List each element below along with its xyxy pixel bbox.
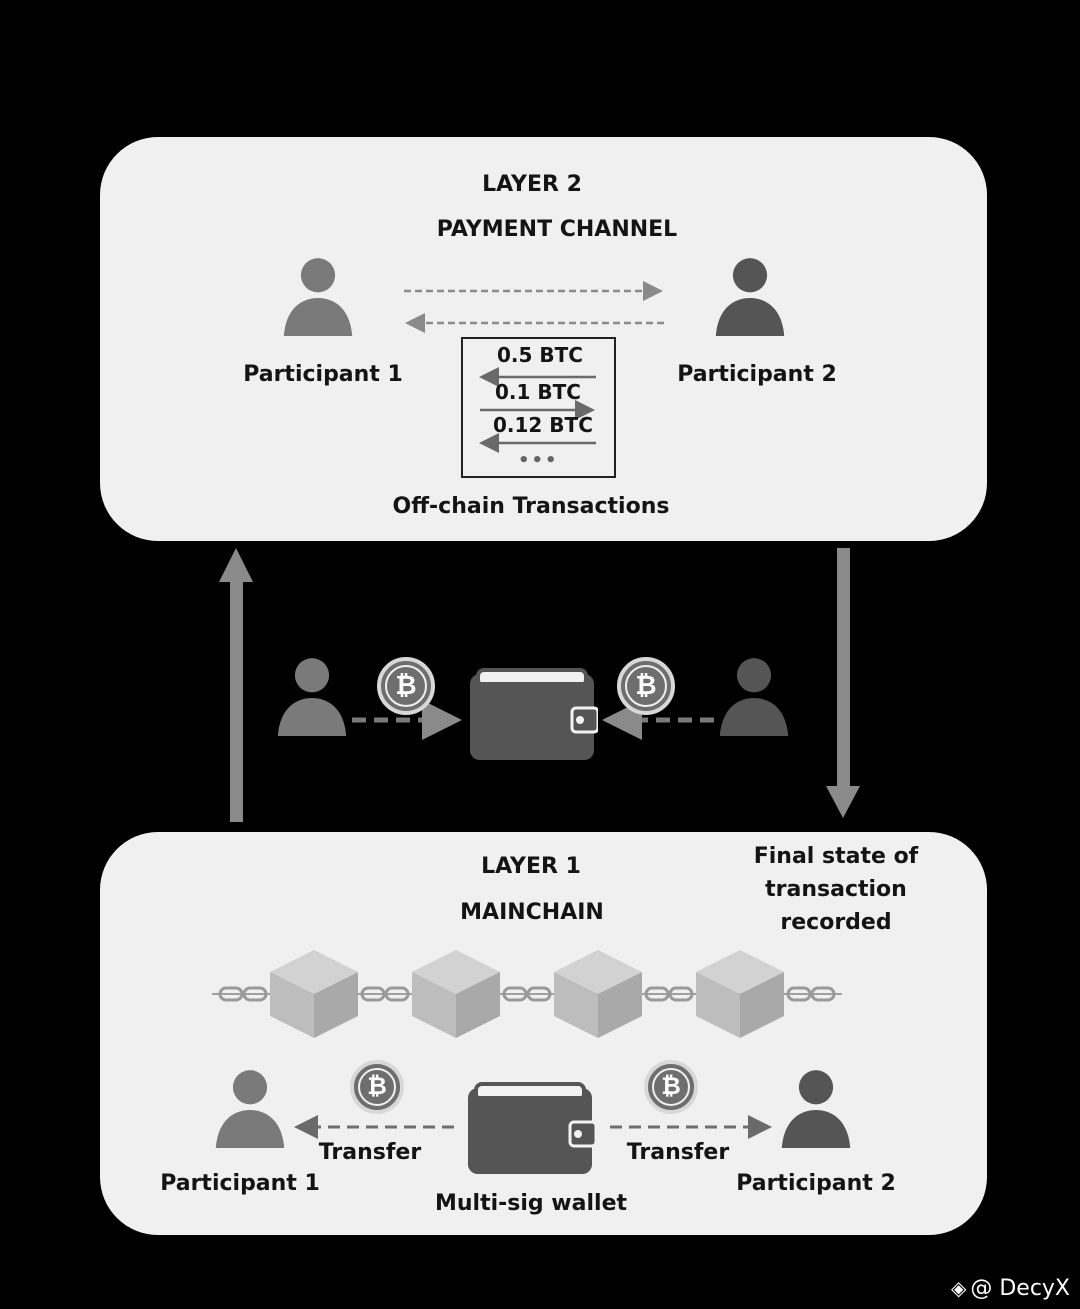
off-chain-caption: Off-chain Transactions (393, 494, 670, 519)
bitcoin-symbol: ₿ (661, 1072, 681, 1101)
transaction-value: 0.5 BTC (497, 343, 583, 367)
layer-2-subtitle: PAYMENT CHANNEL (437, 217, 677, 242)
more-transactions-ellipsis: ••• (518, 450, 559, 471)
down-arrow (826, 548, 860, 818)
final-state-line: transaction (765, 877, 907, 902)
wallet-middle-icon (470, 670, 598, 760)
multisig-wallet-label: Multi-sig wallet (435, 1191, 627, 1216)
transfer-label-left: Transfer (319, 1140, 421, 1165)
middle-funding-scene (278, 658, 788, 760)
layer-2-title: LAYER 2 (482, 172, 582, 197)
final-state-line: recorded (780, 910, 891, 935)
transaction-value: 0.12 BTC (493, 413, 593, 437)
participant-2-middle-icon (720, 658, 788, 736)
participant-1-middle-icon (278, 658, 346, 736)
watermark-text: @ DecyX (970, 1276, 1070, 1301)
participant-1-bottom-label: Participant 1 (160, 1171, 320, 1196)
participant-1-label: Participant 1 (243, 362, 403, 387)
layer-1-title: LAYER 1 (481, 854, 581, 879)
bitcoin-symbol: ₿ (395, 670, 416, 701)
bitcoin-symbol: ₿ (367, 1072, 387, 1101)
transaction-value: 0.1 BTC (495, 380, 581, 404)
participant-2-bottom-label: Participant 2 (736, 1171, 896, 1196)
final-state-line: Final state of (754, 844, 919, 869)
bitcoin-symbol: ₿ (635, 670, 656, 701)
watermark: ◈@ DecyX (951, 1276, 1070, 1301)
up-arrow (219, 548, 253, 822)
participant-2-label: Participant 2 (677, 362, 837, 387)
transfer-label-right: Transfer (627, 1140, 729, 1165)
decyx-logo-icon: ◈ (951, 1276, 966, 1300)
layer-1-subtitle: MAINCHAIN (460, 900, 604, 925)
